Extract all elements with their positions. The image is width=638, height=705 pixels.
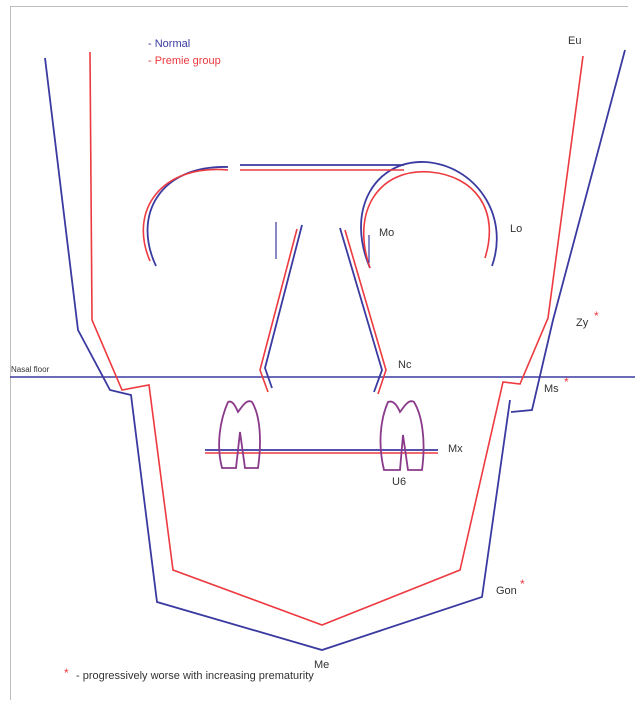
label-mo: Mo [379,227,394,239]
normal-orbit-left [148,167,228,266]
label-u6: U6 [392,476,406,488]
legend-normal: - Normal [148,38,190,50]
premie-orbit-left [143,169,228,261]
label-mx: Mx [448,443,463,455]
footnote-asterisk: * [64,666,69,680]
label-lo: Lo [510,223,522,235]
normal-orbit-right [361,162,497,268]
normal-nasal-left [265,225,302,388]
asterisk-zy: * [594,309,599,323]
footnote-text: - progressively worse with increasing pr… [76,670,314,682]
label-gon: Gon [496,585,517,597]
normal-outline-left [45,58,510,650]
premie-orbit-right [364,172,490,268]
label-zy: Zy [576,317,589,329]
normal-outline-right [511,50,625,412]
legend-premie: - Premie group [148,55,221,67]
asterisk-ms: * [564,375,569,389]
molar-right [381,401,424,470]
label-ms: Ms [544,383,559,395]
label-eu: Eu [568,35,581,47]
molar-left [219,401,260,468]
label-nasal-floor: Nasal floor [11,365,50,374]
label-me: Me [314,659,329,671]
premie-outline [90,52,583,625]
label-nc: Nc [398,359,412,371]
asterisk-gon: * [520,577,525,591]
normal-nasal-right [340,228,382,392]
